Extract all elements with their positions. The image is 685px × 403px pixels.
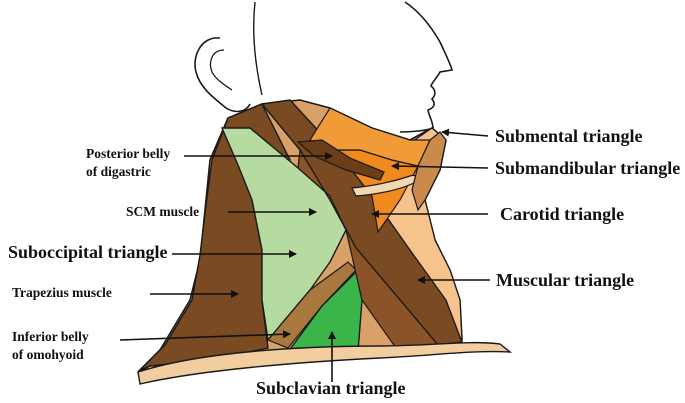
- label-posterior-belly-line1: Posterior belly: [86, 146, 171, 161]
- ear-outline: [194, 37, 251, 113]
- label-submental: Submental triangle: [495, 126, 643, 146]
- digastric-posterior-belly: [296, 139, 385, 181]
- label-muscular: Muscular triangle: [496, 270, 635, 290]
- label-inferior-belly-line2: of omohyoid: [12, 347, 84, 362]
- submental-strip: [411, 131, 447, 212]
- label-suboccipital: Suboccipital triangle: [8, 242, 168, 262]
- label-carotid: Carotid triangle: [500, 204, 625, 224]
- label-posterior-belly-line2: of digastric: [86, 164, 151, 179]
- clavicle-curve: [137, 341, 513, 385]
- label-subclavian: Subclavian triangle: [256, 378, 406, 398]
- ear-inner: [209, 49, 233, 91]
- arrow-submandibular: [391, 162, 489, 171]
- label-scm: SCM muscle: [126, 204, 200, 219]
- arrow-inferior-belly: [119, 330, 291, 341]
- face-profile-outline: [399, 1, 454, 133]
- arrow-submental: [441, 128, 489, 137]
- label-submandibular: Submandibular triangle: [495, 158, 681, 178]
- label-inferior-belly-line1: Inferior belly: [12, 329, 89, 344]
- hairline: [252, 1, 263, 96]
- label-trapezius: Trapezius muscle: [12, 285, 112, 300]
